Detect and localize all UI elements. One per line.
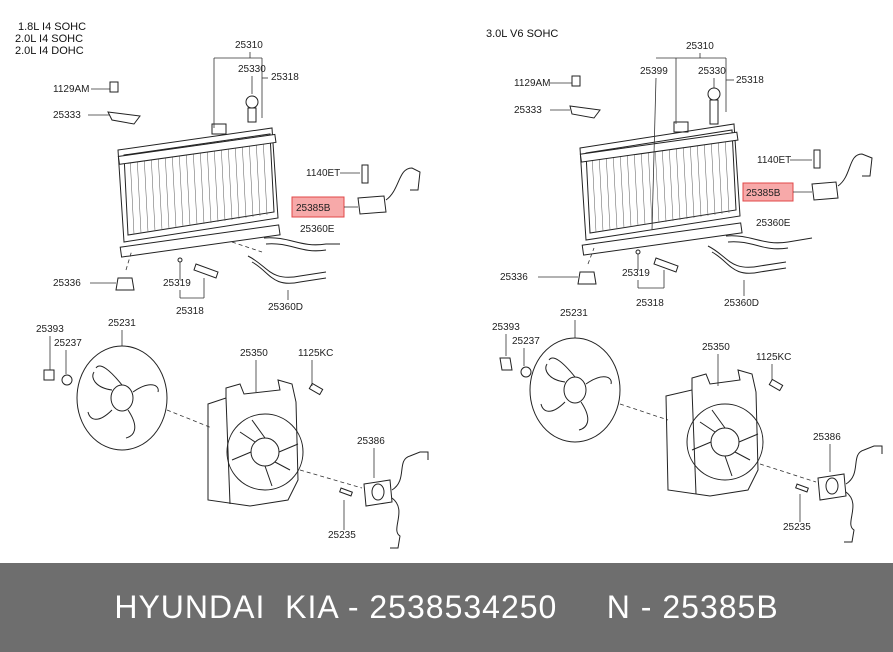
radiator-left (117, 95, 281, 258)
insulator-icon-r (577, 271, 597, 285)
label-25386-l: 25386 (357, 436, 385, 447)
engine-line-1: 1.8L I4 SOHC (18, 21, 86, 33)
label-25237-l: 25237 (54, 338, 82, 349)
motor-icon-r (817, 445, 883, 543)
nut-icon (43, 369, 55, 381)
right-panel: 3.0L V6 SOHC 25310 253 (486, 28, 883, 543)
shroud-icon (207, 379, 304, 507)
label-25318-r2: 25318 (636, 298, 664, 309)
label-1129am-r: 1129AM (514, 78, 551, 89)
nut-icon-r (499, 357, 513, 371)
part-number-text: HYUNDAI KIA - 2538534250 N - 25385B (114, 589, 779, 625)
engine-line-3: 2.0L I4 DOHC (15, 45, 84, 57)
label-25385b-l: 25385B (296, 203, 331, 214)
label-25385b-r: 25385B (746, 188, 781, 199)
label-25318-r: 25318 (736, 75, 764, 86)
label-25330-r: 25330 (698, 66, 726, 77)
bolt-icon-r (571, 75, 581, 87)
motor-icon (363, 451, 429, 549)
label-1125kc-l: 1125KC (298, 348, 333, 359)
label-25360d-r: 25360D (724, 298, 759, 309)
label-25231-r: 25231 (560, 308, 588, 319)
relay-icon (357, 195, 387, 215)
screw-icon-r (768, 378, 784, 392)
label-25386-r: 25386 (813, 432, 841, 443)
shroud-icon-r (665, 369, 764, 497)
label-25235-r: 25235 (783, 522, 811, 533)
engine-line-v6: 3.0L V6 SOHC (486, 28, 558, 40)
clip-icon (339, 487, 353, 497)
parts-diagram: 1.8L I4 SOHC 2.0L I4 SOHC 2.0L I4 DOHC (15, 21, 883, 549)
label-25310-l: 25310 (235, 40, 263, 51)
label-25360e-l: 25360E (300, 224, 335, 235)
insulator-icon (115, 277, 135, 291)
label-25235-l: 25235 (328, 530, 356, 541)
label-25393-l: 25393 (36, 324, 64, 335)
label-1140et-l: 1140ET (306, 168, 340, 179)
label-25319-l: 25319 (163, 278, 191, 289)
label-25231-l: 25231 (108, 318, 136, 329)
label-1129am-l: 1129AM (53, 84, 90, 95)
label-25333-r: 25333 (514, 105, 542, 116)
label-25336-l: 25336 (53, 278, 81, 289)
footer-banner: HYUNDAI KIA - 2538534250 N - 25385B (0, 563, 893, 652)
label-25336-r: 25336 (500, 272, 528, 283)
label-25330-l: 25330 (238, 64, 266, 75)
drain-plug-icon (193, 263, 219, 279)
label-25319-r: 25319 (622, 268, 650, 279)
fan-icon (76, 345, 168, 451)
label-25237-r: 25237 (512, 336, 540, 347)
relay-icon-r (811, 181, 839, 201)
fan-icon-r (529, 337, 621, 443)
bracket-icon (107, 111, 141, 125)
label-25310-r: 25310 (686, 41, 714, 52)
bracket-icon-r (569, 105, 601, 119)
label-1125kc-r: 1125KC (756, 352, 791, 363)
label-25318-l: 25318 (271, 72, 299, 83)
washer-icon-r (520, 366, 532, 378)
label-25393-r: 25393 (492, 322, 520, 333)
engine-line-2: 2.0L I4 SOHC (15, 33, 83, 45)
washer-icon (61, 374, 73, 386)
label-25360e-r: 25360E (756, 218, 791, 229)
label-25399-r: 25399 (640, 66, 668, 77)
bolt-icon (109, 81, 119, 93)
label-25333-l: 25333 (53, 110, 81, 121)
label-25350-r: 25350 (702, 342, 730, 353)
clip-icon-r (795, 483, 809, 493)
screw-icon (308, 382, 324, 396)
label-25318-l2: 25318 (176, 306, 204, 317)
left-panel: 1.8L I4 SOHC 2.0L I4 SOHC 2.0L I4 DOHC (15, 21, 429, 549)
drain-plug-icon-r (653, 257, 679, 273)
label-25350-l: 25350 (240, 348, 268, 359)
radiator-right (579, 87, 743, 256)
label-1140et-r: 1140ET (757, 155, 791, 166)
label-25360d-l: 25360D (268, 302, 303, 313)
